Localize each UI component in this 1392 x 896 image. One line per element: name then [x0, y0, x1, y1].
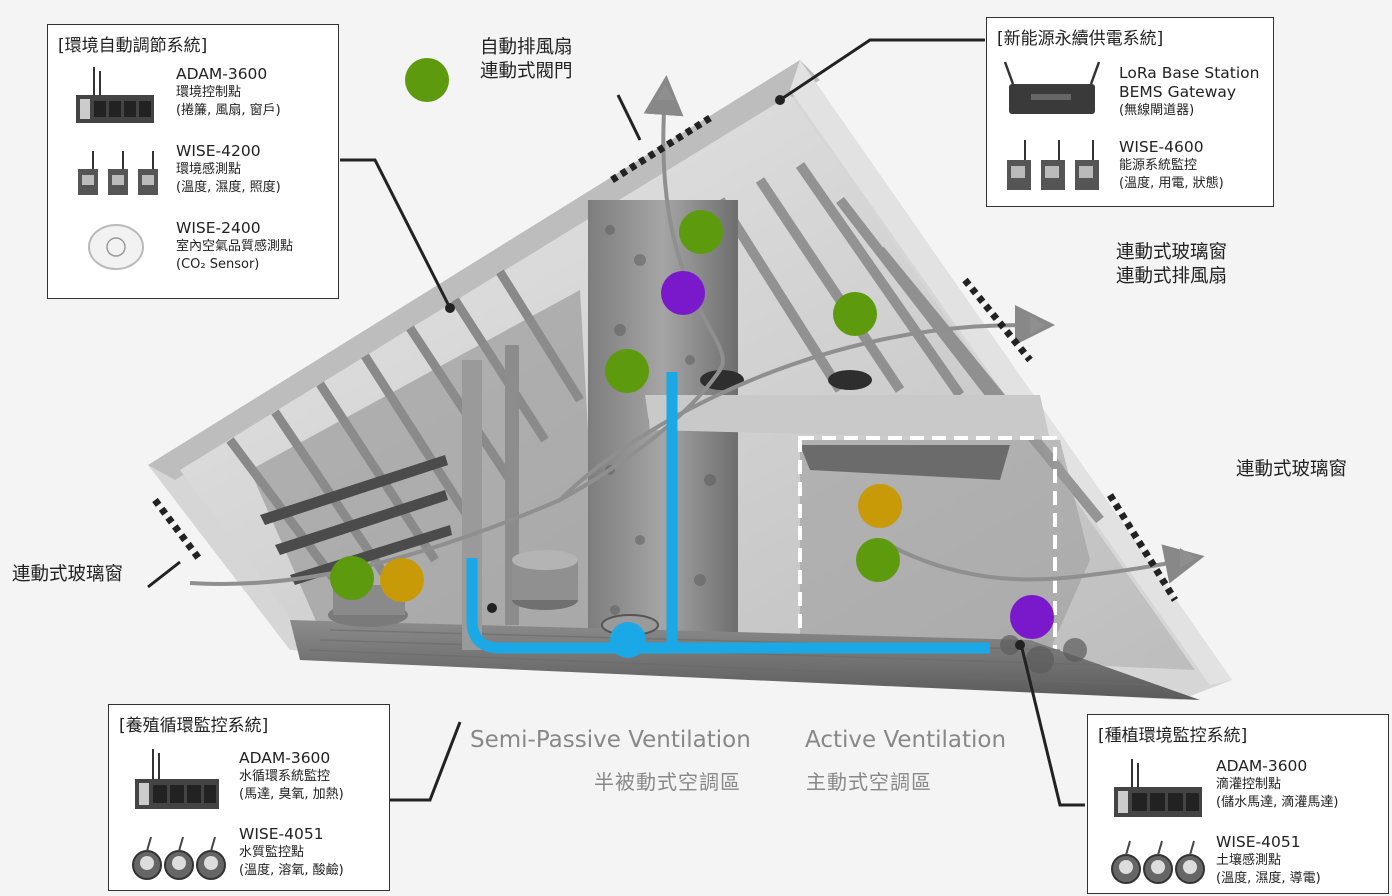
box-environment-system: [環境自動調節系統] ADAM-3600 環境控制點 (捲簾, 風扇, 窗戶) …: [47, 24, 339, 299]
aqua-item-adam3600: ADAM-3600 水循環系統監控 (馬達, 臭氧, 加熱): [239, 749, 344, 802]
plant-item-wise4051: WISE-4051 土壤感測點 (溫度, 濕度, 導電): [1216, 833, 1321, 886]
box-title: [新能源永續供電系統]: [997, 29, 1164, 49]
node-purple[interactable]: [1010, 595, 1054, 639]
leader-lines: [147, 38, 1085, 807]
box-aquaculture-system: [養殖循環監控系統] ADAM-3600 水循環系統監控 (馬達, 臭氧, 加熱…: [108, 704, 390, 891]
adam-controller-icon: [1114, 759, 1202, 817]
box-title: [種植環境監控系統]: [1098, 726, 1248, 746]
water-pipe: [466, 372, 990, 654]
lora-gateway-icon: [1003, 61, 1101, 114]
box-title: [環境自動調節系統]: [58, 36, 208, 56]
aqua-item-wise4051: WISE-4051 水質監控點 (溫度, 溶氧, 酸鹼): [239, 825, 344, 878]
env-item-adam3600: ADAM-3600 環境控制點 (捲簾, 風扇, 窗戶): [176, 65, 281, 118]
env-item-wise2400: WISE-2400 室內空氣品質感測點 (CO₂ Sensor): [176, 219, 294, 272]
label-exhaust-fan: 自動排風扇 連動式閥門: [480, 37, 573, 82]
node-green[interactable]: [405, 58, 449, 102]
node-gold[interactable]: [858, 484, 902, 528]
zone-semi-passive-cn: 半被動式空調區: [594, 770, 741, 794]
node-gold[interactable]: [380, 558, 424, 602]
water-meter-icon: [1111, 840, 1205, 884]
node-green[interactable]: [856, 538, 900, 582]
building-structure: [148, 60, 1232, 700]
node-green[interactable]: [679, 210, 723, 254]
energy-item-lora: LoRa Base Station BEMS Gateway (無線閘道器): [1119, 64, 1260, 118]
adam-controller-icon: [76, 67, 154, 123]
zone-active-en: Active Ventilation: [805, 727, 1007, 753]
energy-item-wise4600: WISE-4600 能源系統監控 (溫度, 用電, 狀態): [1119, 138, 1224, 191]
label-window-fan: 連動式玻璃窗 連動式排風扇: [1116, 242, 1228, 287]
adam-controller-icon: [135, 749, 219, 809]
node-green[interactable]: [833, 292, 877, 336]
node-green[interactable]: [605, 349, 649, 393]
wise-sensor-icon: [78, 151, 158, 195]
plant-item-adam3600: ADAM-3600 滴灌控制點 (儲水馬達, 滴灌馬達): [1216, 757, 1339, 810]
vent-markers: [152, 115, 1178, 602]
water-meter-icon: [132, 836, 226, 880]
ceiling-sensor-icon: [88, 224, 144, 270]
box-energy-system: [新能源永續供電系統] LoRa Base Station BEMS Gatew…: [986, 17, 1274, 207]
box-title: [養殖循環監控系統]: [119, 716, 269, 736]
label-window-left: 連動式玻璃窗: [12, 564, 124, 585]
zone-semi-passive-en: Semi-Passive Ventilation: [470, 727, 751, 753]
node-green[interactable]: [330, 556, 374, 600]
env-item-wise4200: WISE-4200 環境感測點 (溫度, 濕度, 照度): [176, 142, 281, 195]
zone-active-cn: 主動式空調區: [806, 770, 932, 794]
node-purple[interactable]: [661, 271, 705, 315]
wise-sensor-icon: [1007, 140, 1099, 190]
pipe-junction: [610, 622, 646, 658]
label-window-right: 連動式玻璃窗: [1236, 459, 1348, 480]
box-planting-system: [種植環境監控系統] ADAM-3600 滴灌控制點 (儲水馬達, 滴灌馬達) …: [1087, 714, 1389, 894]
